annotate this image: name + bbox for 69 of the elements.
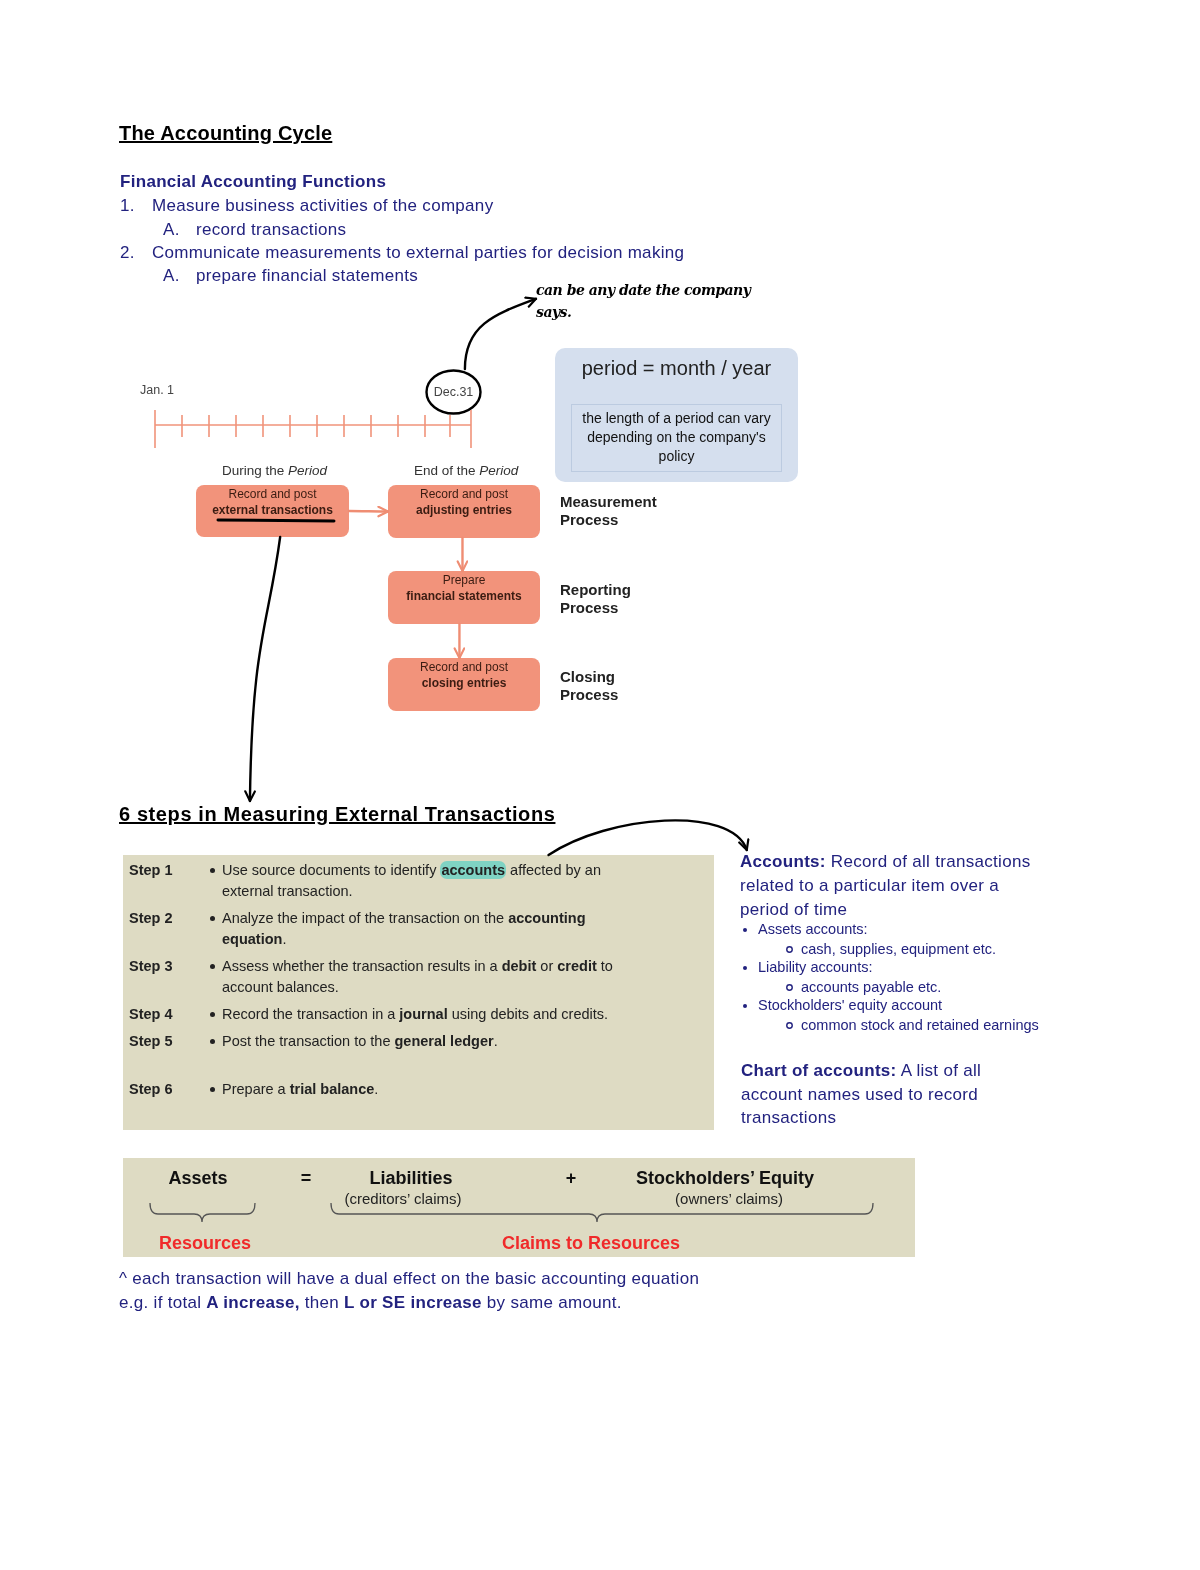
note-text: ^ each transaction will have a dual effect on the basic accounting equation xyxy=(119,1269,700,1289)
process-name: Measurement Process xyxy=(560,493,658,529)
process-label: Record and post adjusting entries xyxy=(416,486,512,518)
definition-text: Chart of accounts: A list of all account names used to record transactions xyxy=(741,1060,983,1129)
list-number: 2. xyxy=(120,243,135,263)
period-box xyxy=(555,348,798,482)
section-heading: 6 steps in Measuring External Transactions xyxy=(119,801,556,827)
date-label: Dec.31 xyxy=(433,384,474,400)
list-item: Assets accounts: xyxy=(758,919,868,939)
section-subheading: Financial Accounting Functions xyxy=(120,172,387,192)
list-item: cash, supplies, equipment etc. xyxy=(801,939,997,959)
arrow xyxy=(347,505,390,518)
step-label: Step 3 xyxy=(129,956,173,976)
arrow xyxy=(244,535,282,803)
equation-term: Liabilities xyxy=(369,1167,453,1189)
equation-term: Assets xyxy=(168,1167,228,1189)
process-box xyxy=(196,485,349,537)
list-marker: A. xyxy=(163,266,180,286)
equation-operator: + xyxy=(565,1167,577,1189)
step-label: Step 5 xyxy=(129,1031,173,1051)
arrow xyxy=(456,536,469,573)
category-label: Resources xyxy=(158,1232,252,1254)
process-name: Reporting Process xyxy=(560,581,632,617)
steps-panel xyxy=(123,855,714,1130)
timeline-label: Jan. 1 xyxy=(140,383,175,398)
arrow xyxy=(453,622,466,660)
page-title: The Accounting Cycle xyxy=(119,122,333,145)
equation-panel xyxy=(123,1158,915,1257)
process-box xyxy=(388,485,540,538)
column-heading: During the Period xyxy=(222,462,328,480)
period-description: the length of a period can vary depending on the company's policy xyxy=(581,409,772,466)
list-marker: A. xyxy=(163,220,180,240)
equation-operator: = xyxy=(300,1167,312,1189)
process-label: Record and post external transactions xyxy=(212,486,333,518)
process-name: Closing Process xyxy=(560,668,620,704)
list-item: common stock and retained earnings xyxy=(801,1015,1039,1035)
term-note: (owners’ claims) xyxy=(675,1190,783,1208)
period-heading: period = month / year xyxy=(581,356,772,380)
column-heading: End of the Period xyxy=(414,462,519,480)
step-description: Prepare a trial balance. xyxy=(222,1079,379,1099)
process-box xyxy=(388,658,540,711)
equation-term: Stockholders’ Equity xyxy=(636,1167,814,1189)
list-item-text: Communicate measurements to external parties for decision making xyxy=(152,243,685,263)
step-label: Step 2 xyxy=(129,908,173,928)
step-description: Post the transaction to the general ledger. xyxy=(222,1031,498,1051)
step-label: Step 4 xyxy=(129,1004,173,1024)
list-item: accounts payable etc. xyxy=(801,977,942,997)
step-description: Record the transaction in a journal using debits and credits. xyxy=(222,1004,609,1024)
list-item: Stockholders' equity account xyxy=(758,995,943,1015)
process-label: Record and post closing entries xyxy=(419,659,509,691)
step-label: Step 6 xyxy=(129,1079,173,1099)
arrow xyxy=(547,819,748,857)
list-number: 1. xyxy=(120,196,135,216)
list-item-text: Measure business activities of the company xyxy=(152,196,494,216)
process-box xyxy=(388,571,540,624)
step-label: Step 1 xyxy=(129,860,173,880)
category-label: Claims to Resources xyxy=(501,1232,681,1254)
list-item-text: prepare financial statements xyxy=(196,266,418,286)
step-description: Assess whether the transaction results in a debit or credit to account balances. xyxy=(222,956,614,997)
definition-text: Accounts: Record of all transactions related to a particular item over a period of time xyxy=(740,851,1032,921)
process-label: Prepare financial statements xyxy=(406,572,522,604)
handwritten-note: can be any date the company says. xyxy=(536,279,786,323)
note-text: e.g. if total A increase, then L or SE increase by same amount. xyxy=(119,1293,622,1313)
step-description: Use source documents to identify accounts affected by an external transaction. xyxy=(222,859,602,901)
arrow xyxy=(463,296,538,371)
term-note: (creditors’ claims) xyxy=(344,1190,462,1208)
list-item-text: record transactions xyxy=(196,220,347,240)
step-description: Analyze the impact of the transaction on the accounting equation. xyxy=(222,908,587,949)
list-item: Liability accounts: xyxy=(758,957,873,977)
